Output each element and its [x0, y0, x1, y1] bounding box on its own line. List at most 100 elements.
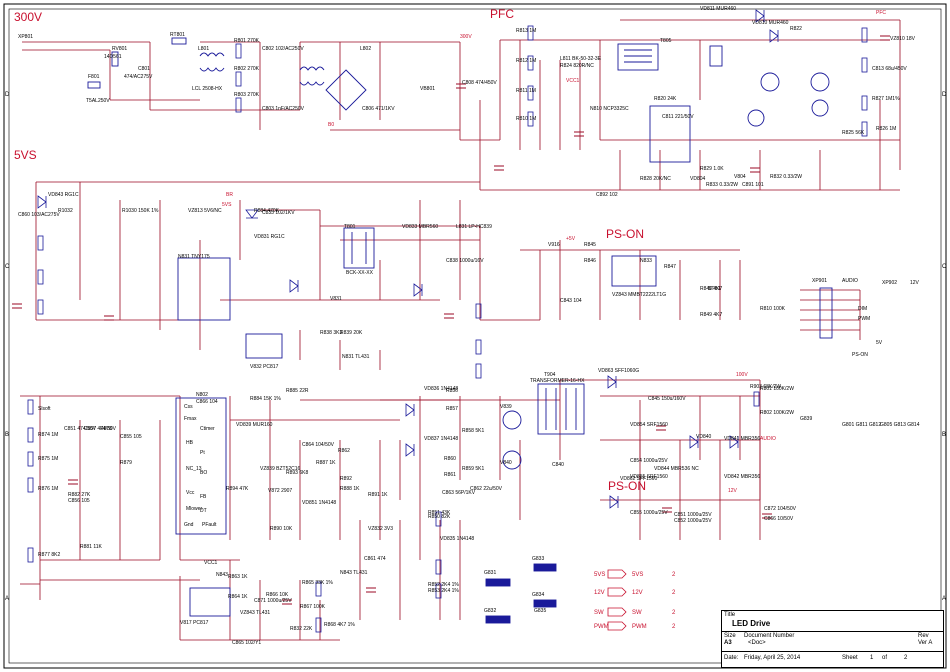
border-letter-d-right: D: [942, 92, 947, 98]
net-legend-num-2: 2: [672, 610, 676, 616]
label-standby-8: C833 102/1KV: [262, 210, 295, 216]
label-net-0: 300V: [460, 34, 472, 40]
label-hs-4: G835: [534, 608, 546, 614]
date-value: Friday, April 25, 2014: [744, 655, 801, 661]
label-standby-7: VD831 RG1C: [254, 234, 285, 240]
label-bridge-11: R891 1K: [368, 492, 388, 498]
label-mains-1: RT801: [170, 32, 185, 38]
label-pfc-1: R813 1M: [516, 28, 536, 34]
label-mains-7: R802 270K: [234, 66, 260, 72]
label-mains-14: C803 1nF/AC250V: [262, 106, 305, 112]
net-legend-tag-1: 12V: [632, 590, 643, 596]
label-pfc-2: R812 1M: [516, 58, 536, 64]
sheet-inner-border: [8, 8, 942, 664]
label-secondary-11: VD842 MBR356: [724, 474, 760, 480]
label-fb-6: R866 10K: [266, 592, 289, 598]
label-misc-0: G801 G811 G812: [842, 422, 881, 428]
of-value: 2: [904, 655, 908, 661]
title-block: Title LED Drive Size A3 Document Number …: [721, 610, 944, 668]
label-standby-2: R1032: [58, 208, 73, 214]
label-fb-11: C871 1000u/25V: [254, 598, 292, 604]
label-pfc-19: VD804: [690, 176, 706, 182]
label-secondary-18: R801 100K/2W: [760, 386, 794, 392]
net-legend-net-1: 12V: [594, 590, 605, 596]
net-legend-tag-2: SW: [632, 610, 642, 616]
label-pfc-6: R820 24K: [654, 96, 677, 102]
sheet-label: Sheet: [842, 655, 858, 661]
label-bridge-17: N843 TL431: [340, 570, 368, 576]
label-fb-5: R865 33K 1%: [302, 580, 333, 586]
label-pfc-14: R825 56K: [842, 130, 865, 136]
label-hs-3: G834: [532, 592, 544, 598]
label-llc-8: Vcc: [186, 490, 195, 496]
label-llc-3: Ctimer: [200, 426, 215, 432]
label-bridge-22: VD835 1N4148: [440, 536, 474, 542]
label-secondary-14: C851 1000u/25V: [674, 512, 712, 518]
label-fb-2: V817 PC817: [180, 620, 209, 626]
rev-label: Rev: [918, 633, 929, 639]
label-pfc-13: R826 1M: [876, 126, 896, 132]
label-secondary-2: VD863 SFF1060G: [598, 368, 639, 374]
label-llc-5: Pt: [200, 450, 205, 456]
label-pfc-7: VD811 MUR460: [700, 6, 736, 12]
label-standby-18: R839 20K: [340, 330, 363, 336]
label-fb-0: VCC1: [204, 560, 218, 566]
wire-network: [20, 19, 901, 641]
label-llc-23: C856 105: [68, 498, 90, 504]
label-bridge-7: R859 5K1: [462, 466, 484, 472]
border-letter-c-right: C: [942, 264, 947, 270]
label-mains-18: C808 474/450V: [462, 80, 497, 86]
label-pson-10: R810 100K: [760, 306, 786, 312]
label-mains-4: F801: [88, 74, 100, 80]
label-mains-15: L802: [360, 46, 371, 52]
label-pson-5: R848 4K7: [700, 286, 722, 292]
label-bridge-12: R892: [340, 476, 352, 482]
label-conn-7: PWM: [858, 316, 870, 322]
label-llc-12: Gnd: [184, 522, 194, 528]
label-llc-28: R885 22R: [286, 388, 309, 394]
component-shapes: [87, 37, 833, 624]
label-secondary-0: T904: [544, 372, 556, 378]
size-value: A3: [724, 640, 732, 646]
passives: [27, 9, 868, 633]
label-pson-0: N833: [640, 258, 652, 264]
label-standby-0: VD843 RG1C: [48, 192, 79, 198]
label-llc-19: R881 11K: [80, 544, 103, 550]
label-net-1: VCC1: [566, 78, 580, 84]
label-standby-17: R838 3K3: [320, 330, 342, 336]
label-secondary-5: VD854 SRF1560: [630, 422, 668, 428]
label-pfc-23: C891 101: [742, 182, 764, 188]
label-standby-4: VZ813 5V6/NC: [188, 208, 222, 214]
label-bridge-15: VZ832 3V3: [368, 526, 393, 532]
label-bridge-23: C840: [552, 462, 564, 468]
label-llc-36: VZ839 BZT52C16: [260, 466, 301, 472]
label-conn-3: 12V: [910, 280, 920, 286]
label-pson-6: R849 4K7: [700, 312, 722, 318]
label-fb-12: C865 102/Y1: [232, 640, 261, 646]
label-net-2: +5V: [566, 236, 576, 242]
label-pfc-20: V804: [734, 174, 746, 180]
label-net-6: B0: [328, 122, 334, 128]
label-fb-4: R864 1K: [228, 594, 248, 600]
label-hs-2: G833: [532, 556, 544, 562]
section-5vs: 5VS: [14, 148, 37, 162]
label-pson-9: VZ843 MMBT2222LT1G: [612, 292, 666, 298]
label-llc-31: R887 1K: [316, 460, 336, 466]
label-bridge-14: C863 56P/1KV: [442, 490, 476, 496]
label-fb-9: R832 22K: [290, 626, 313, 632]
label-llc-20: R882 27K: [68, 492, 91, 498]
label-standby-3: R1030 150K 1%: [122, 208, 159, 214]
label-standby-15: V832 PC817: [250, 364, 279, 370]
net-legend-num-3: 2: [672, 624, 676, 630]
label-llc-39: C866 104: [196, 399, 218, 405]
label-pfc-11: C813 68u/450V: [872, 66, 907, 72]
label-llc-32: R888 1K: [340, 486, 360, 492]
label-net-9: 5VS: [222, 202, 232, 208]
